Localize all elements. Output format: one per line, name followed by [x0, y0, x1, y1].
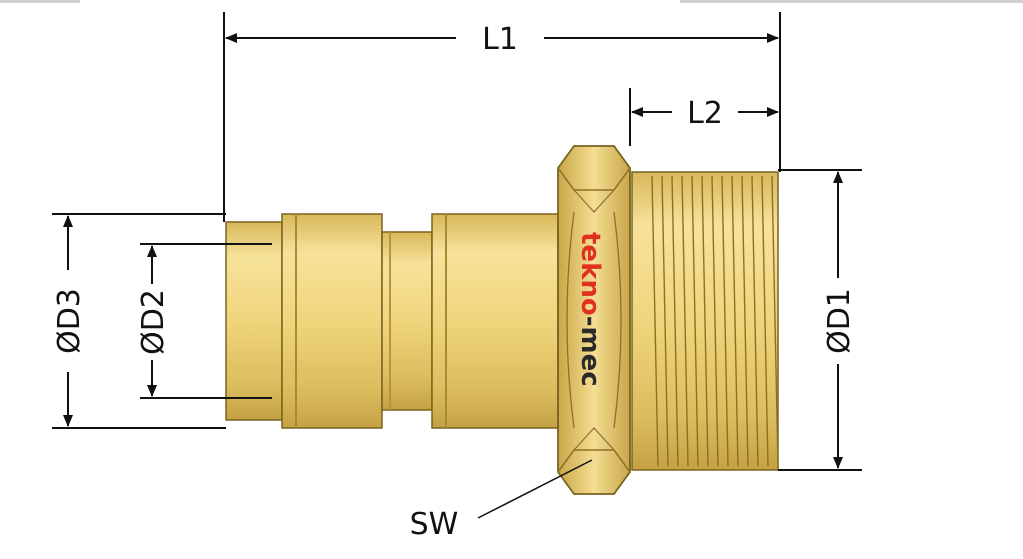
hex-center-edge-right [613, 211, 622, 429]
thread-line [671, 175, 679, 467]
main-body-section [431, 213, 559, 429]
thread-line [741, 175, 749, 467]
hex-facet-top-inner [573, 189, 615, 213]
nose-section [225, 221, 283, 421]
collar-section [281, 213, 383, 429]
label-d1: ØD1 [822, 288, 857, 354]
thread-line [771, 175, 779, 467]
thread-line [691, 175, 699, 467]
label-l1: L1 [482, 22, 518, 57]
scan-edge-left [0, 0, 80, 3]
thread-line [731, 175, 739, 467]
coupling-body: tekno-mec [225, 145, 779, 495]
thread-line [761, 175, 769, 467]
label-sw: SW [410, 507, 459, 542]
thread-line [661, 175, 669, 467]
sw-leader-line [477, 459, 593, 519]
thread-line [651, 175, 659, 467]
thread-line [751, 175, 759, 467]
thread-line [711, 175, 719, 467]
label-d2: ØD2 [136, 289, 171, 355]
hex-facet-bottom [557, 449, 631, 473]
thread-lines [651, 175, 779, 467]
hex-center-edge-left [566, 211, 575, 429]
dimension-lines [52, 12, 862, 519]
thread-line [701, 175, 709, 467]
thread-line [721, 175, 729, 467]
thread-line [681, 175, 689, 467]
brand-logo: tekno-mec [575, 232, 605, 387]
hex-facet-bottom-inner [573, 427, 615, 451]
label-d3: ØD3 [52, 288, 87, 354]
hex-facet-top [557, 167, 631, 191]
label-l2: L2 [687, 96, 723, 131]
scan-edge-right [680, 0, 1023, 3]
